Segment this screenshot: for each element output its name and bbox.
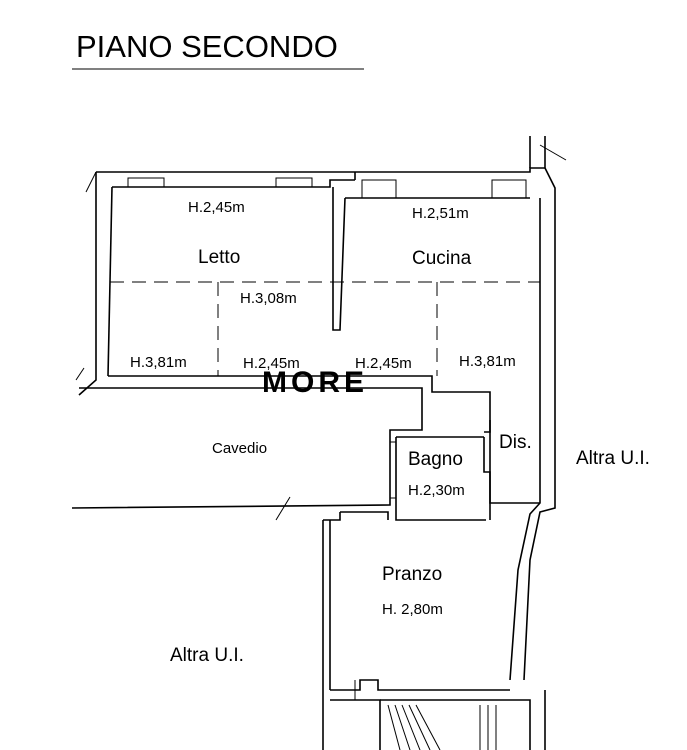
bagno-walls [390,420,540,521]
height-bottom-4: H.3,81m [459,353,516,370]
cucina-label: Cucina [412,248,472,269]
dis-label: Dis. [499,432,532,453]
upper-walls [85,136,567,199]
pranzo-label: Pranzo [382,564,442,585]
height-bottom-2: H.2,45m [243,355,300,372]
letto-cucina-partition [332,187,346,331]
bagno-label: Bagno [408,449,463,470]
letto-height: H.2,45m [188,199,245,216]
center-height: H.3,08m [240,290,297,307]
right-walls [509,167,556,681]
neighbor-bottom-left-label: Altra U.I. [170,645,244,666]
height-bottom-1: H.3,81m [130,354,187,371]
height-bottom-3: H.2,45m [355,355,412,372]
bagno-height: H.2,30m [408,482,465,499]
cavedio-walls [71,375,491,521]
cucina-height: H.2,51m [412,205,469,222]
pranzo-height: H. 2,80m [382,601,443,618]
left-walls [75,172,113,396]
plan-title: PIANO SECONDO [76,29,338,64]
watermark-logo: MORE [262,366,368,399]
neighbor-right-label: Altra U.I. [576,448,650,469]
beam-lines [110,281,540,376]
letto-label: Letto [198,247,240,268]
cavedio-label: Cavedio [212,440,267,457]
staircase [322,690,546,750]
pranzo-walls [322,511,510,700]
